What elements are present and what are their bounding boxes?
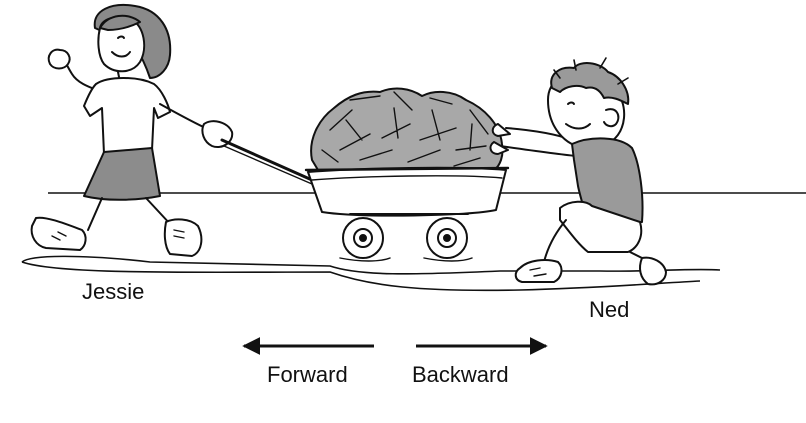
wagon-handle [220,138,314,182]
jessie-figure [30,4,234,257]
jessie-label: Jessie [82,279,145,304]
backward-label: Backward [412,362,509,387]
ned-label: Ned [589,297,630,322]
wagon-figure [304,87,510,262]
forward-label: Forward [267,362,348,387]
ned-figure [489,57,667,286]
